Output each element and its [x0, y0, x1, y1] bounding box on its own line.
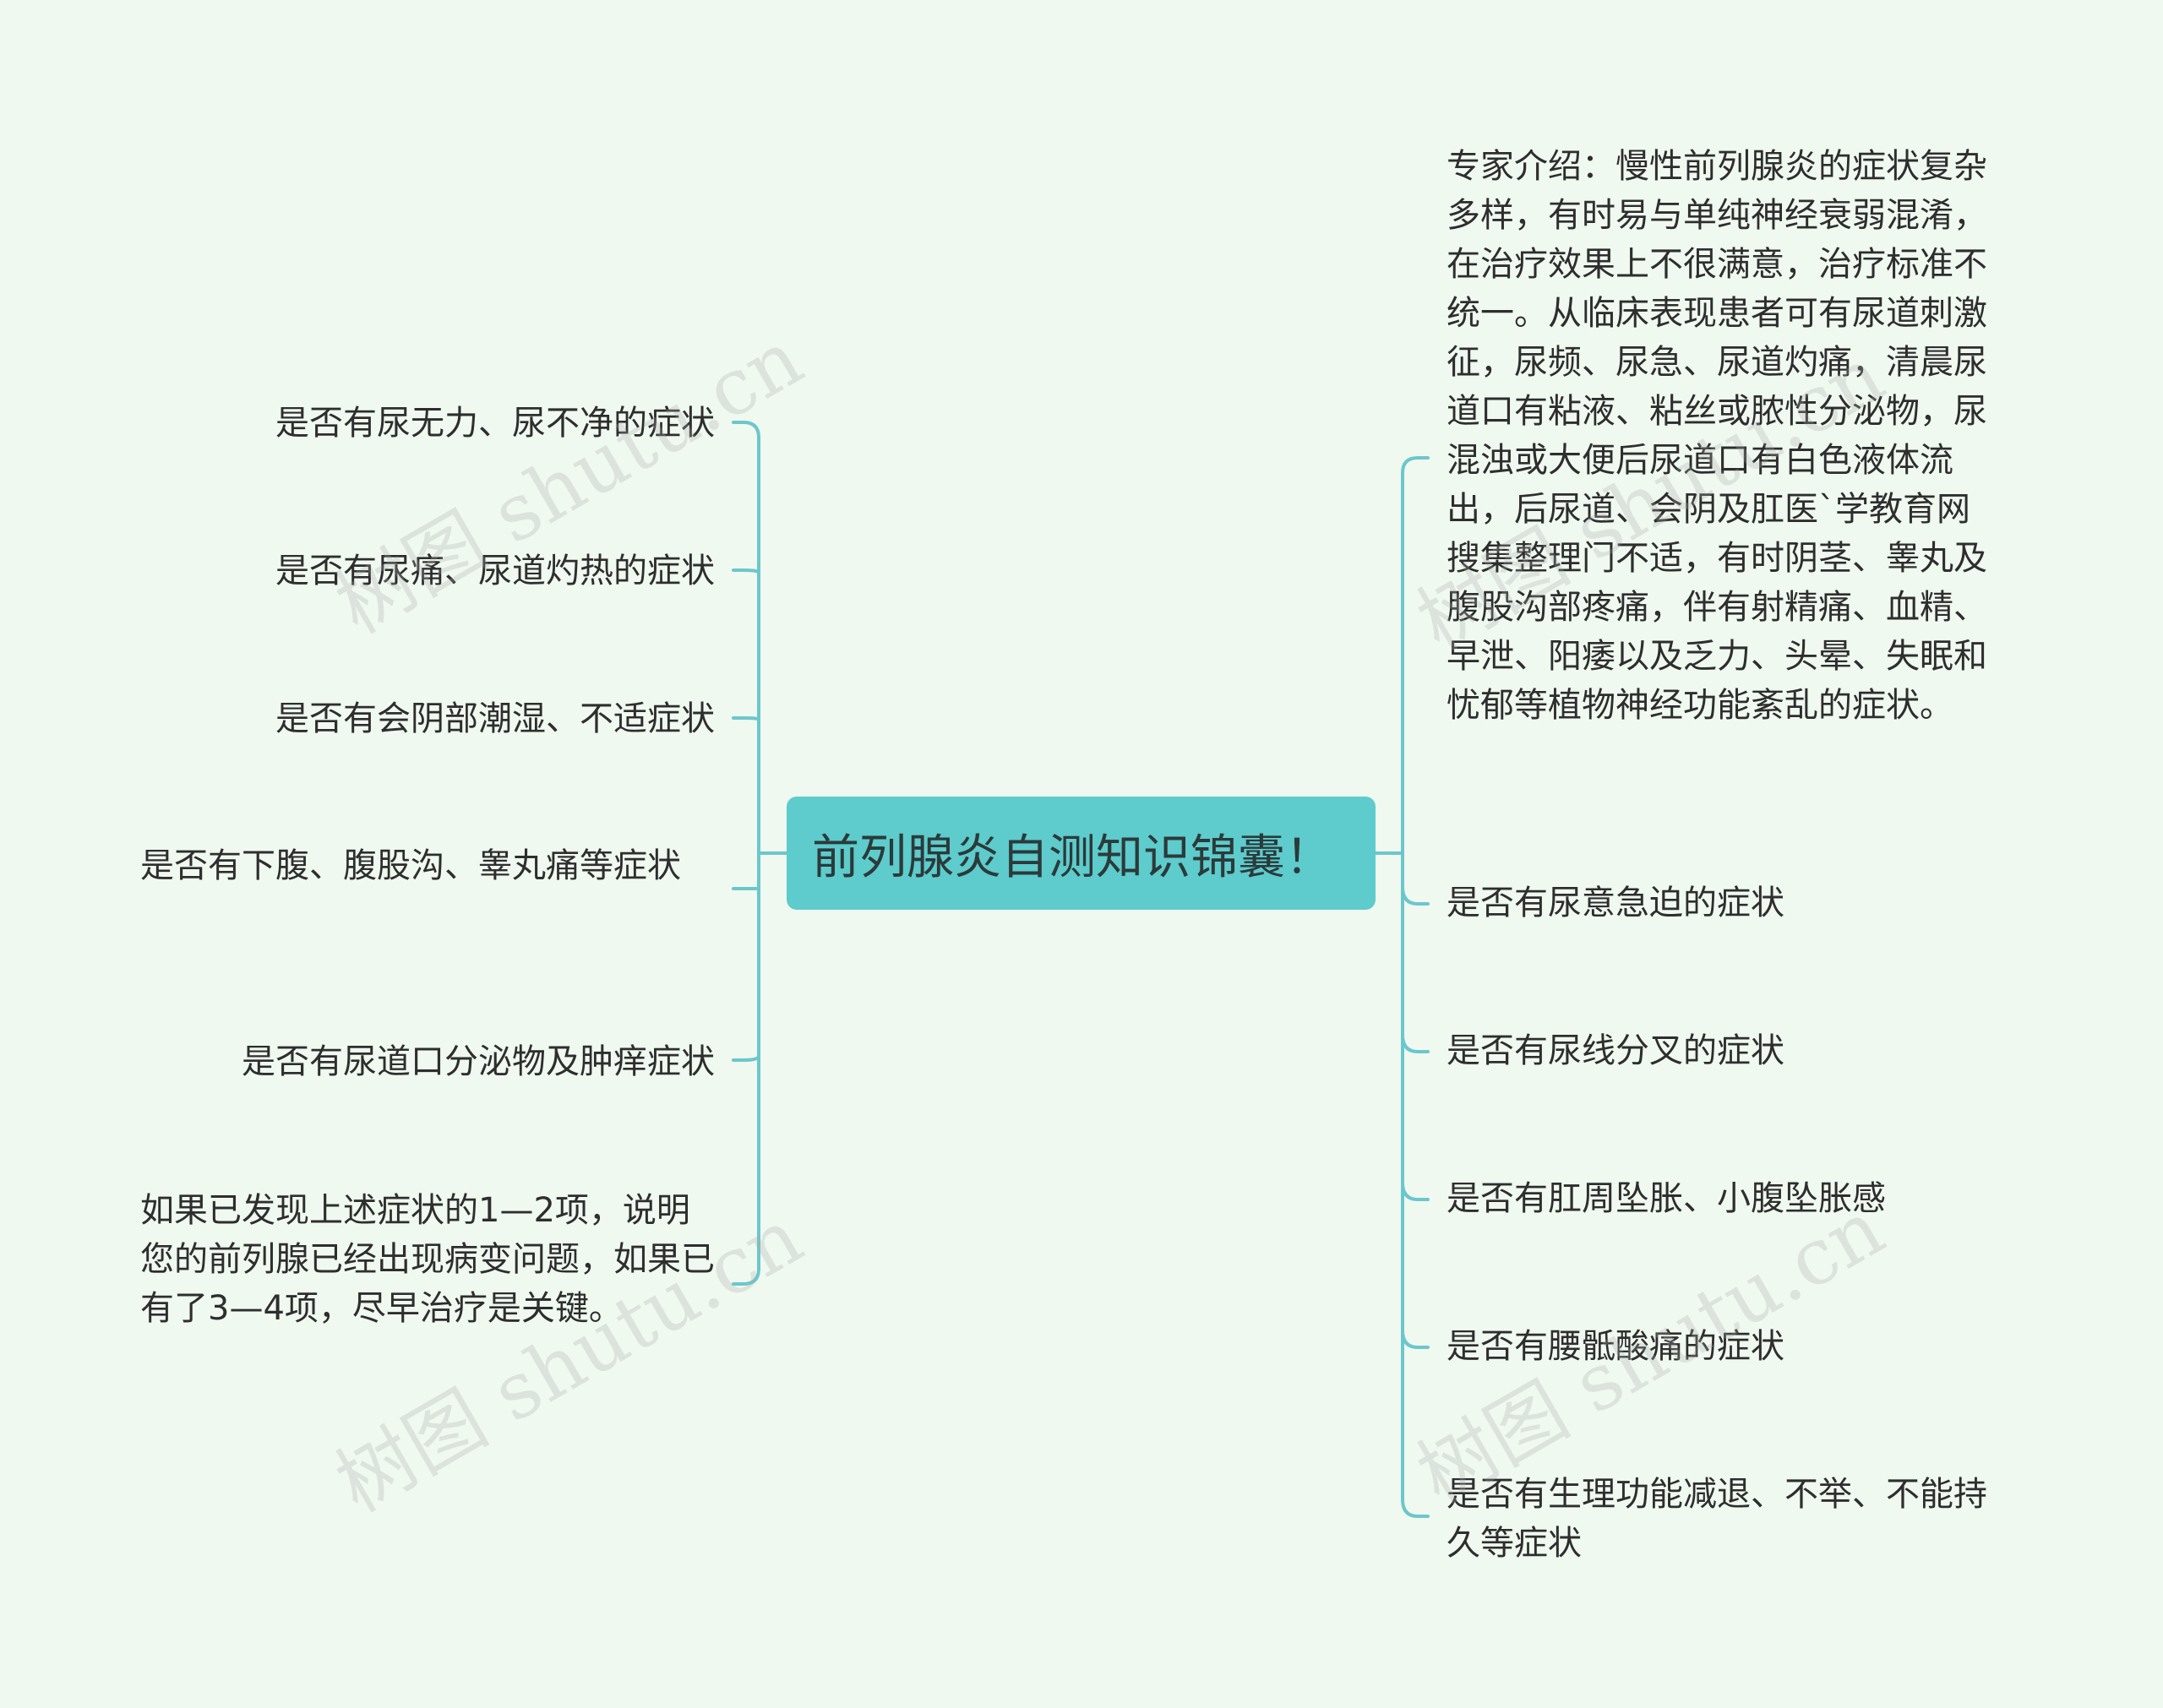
connector-left-6 — [732, 1267, 760, 1286]
connector-right-2 — [1401, 885, 1430, 906]
connector-right-3 — [1401, 1033, 1430, 1053]
left-node-3-label: 是否有会阴部潮湿、不适症状 — [275, 699, 715, 738]
left-node-5[interactable]: 是否有尿道口分泌物及肿痒症状 — [135, 1037, 715, 1086]
right-node-4-label: 是否有肛周坠胀、小腹坠胀感 — [1447, 1179, 1886, 1218]
connector-right-1 — [1401, 456, 1430, 475]
connector-left-5 — [732, 1054, 760, 1062]
right-node-1-label: 专家介绍：慢性前列腺炎的症状复杂多样，有时易与单纯神经衰弱混淆，在治疗效果上不很… — [1447, 147, 1987, 725]
right-node-6[interactable]: 是否有生理功能减退、不举、不能持久等症状 — [1447, 1470, 2009, 1568]
connector-right-6 — [1401, 1498, 1430, 1518]
left-node-4[interactable]: 是否有下腹、腹股沟、睾丸痛等症状 — [140, 841, 706, 890]
root-topic-label: 前列腺炎自测知识锦囊！ — [812, 830, 1332, 885]
right-node-5[interactable]: 是否有腰骶酸痛的症状 — [1447, 1322, 2009, 1371]
root-topic[interactable]: 前列腺炎自测知识锦囊！ — [787, 797, 1376, 910]
connector-right-4 — [1401, 1181, 1430, 1201]
right-node-2-label: 是否有尿意急迫的症状 — [1447, 884, 1784, 922]
left-node-5-label: 是否有尿道口分泌物及肿痒症状 — [242, 1042, 715, 1081]
right-node-3-label: 是否有尿线分叉的症状 — [1447, 1031, 1784, 1070]
connector-left-1 — [732, 421, 760, 439]
left-node-1[interactable]: 是否有尿无力、尿不净的症状 — [135, 399, 715, 448]
connector-right-5 — [1401, 1329, 1430, 1349]
right-node-1[interactable]: 专家介绍：慢性前列腺炎的症状复杂多样，有时易与单纯神经衰弱混淆，在治疗效果上不很… — [1447, 142, 2009, 730]
left-node-4-label: 是否有下腹、腹股沟、睾丸痛等症状 — [140, 846, 681, 885]
right-node-3[interactable]: 是否有尿线分叉的症状 — [1447, 1026, 2009, 1075]
right-node-4[interactable]: 是否有肛周坠胀、小腹坠胀感 — [1447, 1174, 2009, 1223]
connector-left-3 — [732, 716, 760, 721]
left-node-6-label: 如果已发现上述症状的1—2项，说明您的前列腺已经出现病变问题，如果已有了3—4项… — [140, 1191, 715, 1328]
connector-left-2 — [732, 568, 760, 574]
right-node-6-label: 是否有生理功能减退、不举、不能持久等症状 — [1447, 1475, 1987, 1563]
right-node-5-label: 是否有腰骶酸痛的症状 — [1447, 1327, 1784, 1366]
left-node-2-label: 是否有尿痛、尿道灼热的症状 — [275, 552, 715, 590]
right-node-2[interactable]: 是否有尿意急迫的症状 — [1447, 878, 2009, 927]
left-node-1-label: 是否有尿无力、尿不净的症状 — [275, 404, 715, 443]
left-node-2[interactable]: 是否有尿痛、尿道灼热的症状 — [135, 547, 715, 596]
left-node-3[interactable]: 是否有会阴部潮湿、不适症状 — [135, 694, 715, 743]
left-node-6[interactable]: 如果已发现上述症状的1—2项，说明您的前列腺已经出现病变问题，如果已有了3—4项… — [140, 1186, 715, 1333]
